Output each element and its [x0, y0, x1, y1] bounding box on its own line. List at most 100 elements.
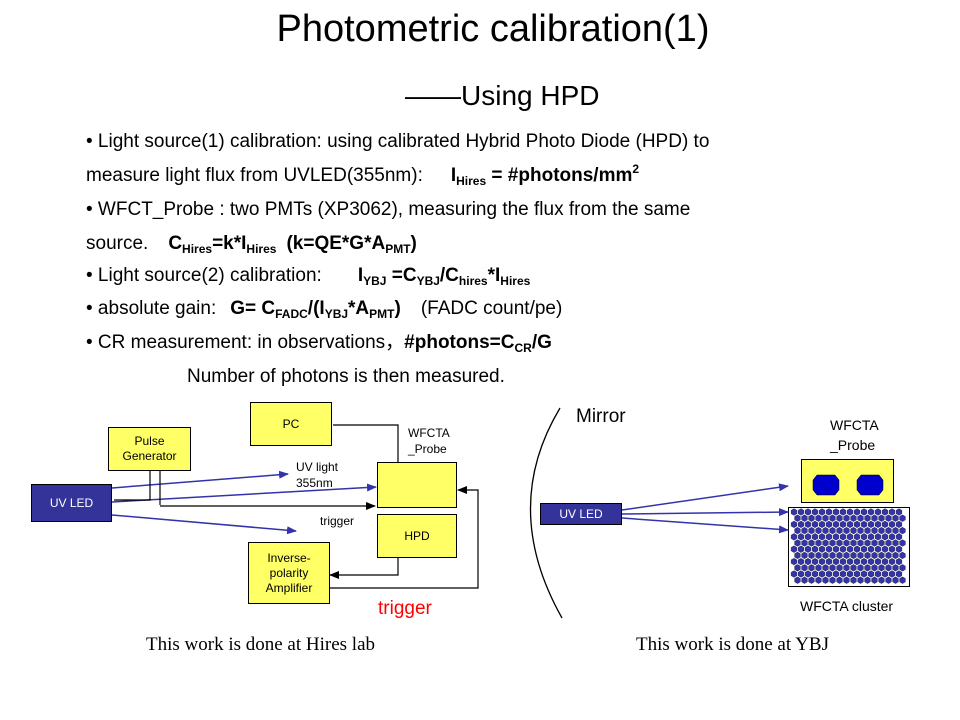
mirror-label: Mirror — [576, 406, 626, 427]
cluster-pmt-cell — [797, 520, 805, 528]
uv-light-ray-middle — [111, 483, 377, 503]
cluster-pmt-cell — [829, 539, 836, 547]
inverse-polarity-amplifier-box: Inverse-polarity Amplifier — [248, 542, 330, 604]
page-subtitle: ——Using HPD — [405, 80, 600, 111]
cluster-pmt-cell — [885, 551, 892, 559]
cluster-pmt-cell — [895, 570, 903, 578]
cluster-pmt-cell — [867, 558, 875, 566]
cluster-pmt-cell — [808, 551, 815, 559]
cluster-pmt-cell — [815, 576, 822, 584]
cluster-pmt-cell — [881, 558, 889, 566]
cluster-pmt-cell — [846, 545, 854, 553]
cluster-pmt-cell — [892, 527, 899, 535]
ybj-probe-pmt-left-icon — [812, 474, 840, 496]
cluster-pmt-cell — [857, 551, 864, 559]
cluster-pmt-cell — [878, 539, 885, 547]
cluster-pmt-cell — [797, 545, 805, 553]
cluster-pmt-cell — [822, 576, 829, 584]
cluster-pmt-cell — [874, 508, 882, 516]
cluster-pmt-cell — [885, 576, 892, 584]
cluster-pmt-cell — [836, 564, 843, 572]
cluster-pmt-cell — [850, 564, 857, 572]
cluster-pmt-cell — [797, 570, 805, 578]
cluster-pmt-cell — [864, 551, 871, 559]
cluster-pmt-cell — [850, 527, 857, 535]
ybj-ray-upper — [621, 483, 789, 511]
cluster-pmt-cell — [881, 520, 889, 528]
cluster-pmt-cell — [811, 533, 819, 541]
cluster-pmt-cell — [808, 527, 815, 535]
cluster-pmt-cell — [790, 545, 798, 553]
cluster-pmt-cell — [846, 558, 854, 566]
cluster-pmt-cell — [853, 570, 861, 578]
cluster-pmt-cell — [808, 576, 815, 584]
cluster-pmt-cell — [808, 539, 815, 547]
cluster-pmt-cell — [794, 514, 801, 522]
uv-light-label: UV light 355nm — [296, 460, 339, 490]
cluster-pmt-cell — [822, 514, 829, 522]
formula-hires-flux: IHires = #photons/mm2 — [450, 162, 640, 188]
amplifier-trigger-loop — [330, 486, 479, 589]
cluster-pmt-cell — [895, 558, 903, 566]
cluster-pmt-cell — [794, 564, 801, 572]
ybj-caption: This work is done at YBJ — [636, 634, 829, 655]
cluster-pmt-cell — [818, 508, 826, 516]
cluster-pmt-cell — [801, 527, 808, 535]
cluster-pmt-cell — [839, 570, 847, 578]
cluster-pmt-cell — [892, 514, 899, 522]
cluster-pmt-cell — [899, 514, 906, 522]
cluster-pmt-cell — [881, 545, 889, 553]
cluster-pmt-cell — [853, 558, 861, 566]
cluster-pmt-cell — [829, 514, 836, 522]
cluster-pmt-cell — [801, 539, 808, 547]
cluster-pmt-cell — [790, 570, 798, 578]
cluster-pmt-cell — [857, 576, 864, 584]
cluster-pmt-cell — [857, 564, 864, 572]
cluster-pmt-cell — [836, 576, 843, 584]
cluster-pmt-cell — [825, 545, 833, 553]
cluster-pmt-cell — [790, 520, 798, 528]
cluster-pmt-cell — [804, 533, 812, 541]
cluster-pmt-cell — [794, 551, 801, 559]
cluster-pmt-cell — [843, 514, 850, 522]
cluster-pmt-cell — [857, 527, 864, 535]
cluster-pmt-cell — [846, 508, 854, 516]
cluster-pmt-cell — [801, 576, 808, 584]
hpd-box: HPD — [377, 514, 457, 558]
cluster-pmt-cell — [846, 570, 854, 578]
cluster-pmt-cell — [839, 508, 847, 516]
cluster-pmt-cell — [867, 545, 875, 553]
cluster-pmt-cell — [885, 539, 892, 547]
cluster-pmt-cell — [843, 539, 850, 547]
cluster-pmt-cell — [888, 570, 896, 578]
cluster-pmt-cell — [843, 564, 850, 572]
cluster-pmt-cell — [839, 520, 847, 528]
cluster-pmt-cell — [843, 527, 850, 535]
cluster-pmt-cell — [829, 551, 836, 559]
cluster-pmt-cell — [832, 558, 840, 566]
bullet-1-line-1: • Light source(1) calibration: using cal… — [86, 131, 710, 152]
trigger-red-label: trigger — [378, 598, 432, 619]
uv-light-ray-upper — [111, 470, 289, 489]
cluster-pmt-cell — [867, 520, 875, 528]
cluster-pmt-cell — [804, 508, 812, 516]
cluster-pmt-cell — [857, 539, 864, 547]
cluster-pmt-cell — [832, 570, 840, 578]
cluster-pmt-cell — [895, 520, 903, 528]
hires-lab-caption: This work is done at Hires lab — [146, 634, 376, 655]
cluster-pmt-cell — [822, 551, 829, 559]
pc-to-probe-line — [333, 424, 399, 462]
cluster-pmt-cell — [867, 533, 875, 541]
cluster-pmt-cell — [885, 564, 892, 572]
cluster-pmt-cell — [818, 520, 826, 528]
cluster-pmt-cell — [801, 564, 808, 572]
cluster-pmt-cell — [850, 576, 857, 584]
cluster-pmt-cell — [853, 545, 861, 553]
cluster-pmt-cell — [850, 551, 857, 559]
cluster-pmt-cell — [871, 576, 878, 584]
cluster-pmt-cell — [871, 551, 878, 559]
ybj-uv-led-box: UV LED — [540, 503, 622, 525]
cluster-pmt-cell — [836, 551, 843, 559]
formula-probe-count: CHires=k*IHires — [168, 233, 277, 256]
cluster-pmt-cell — [808, 514, 815, 522]
